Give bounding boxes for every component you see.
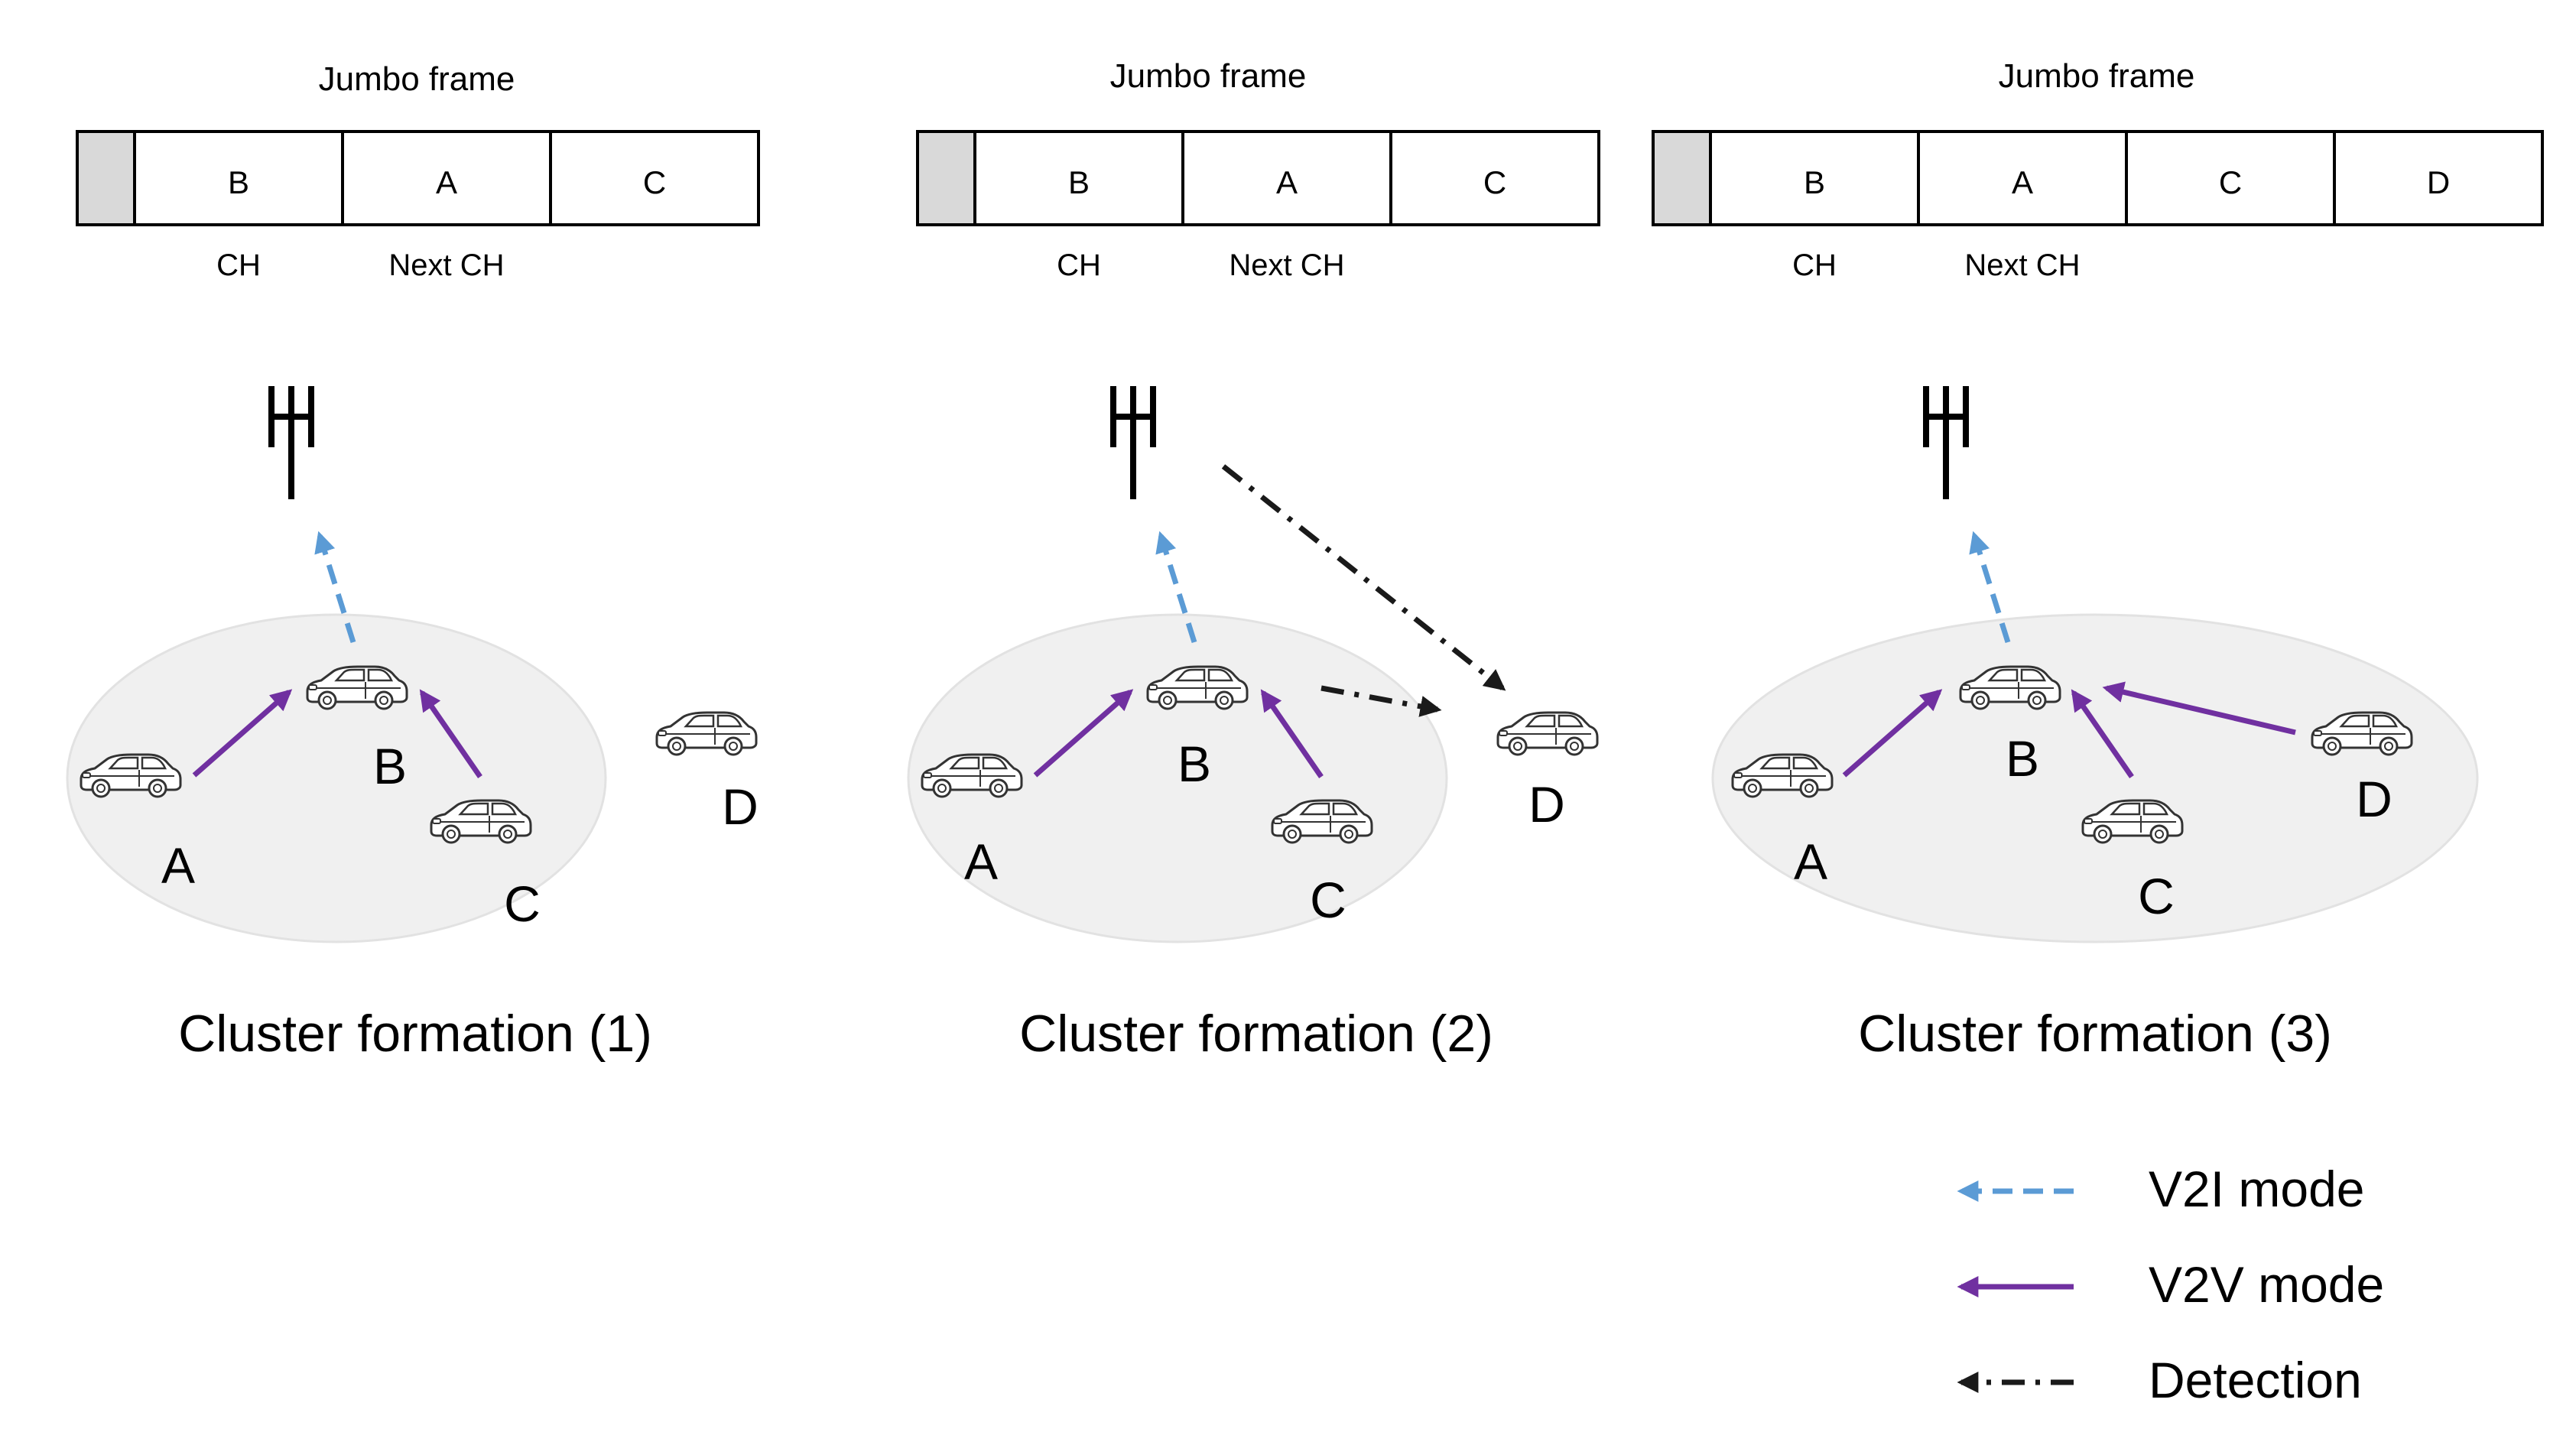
vehicle-label: B (373, 738, 407, 794)
vehicle-label: A (964, 833, 998, 890)
v2v-link (1033, 689, 1134, 778)
slot-label-next-ch: Next CH (1964, 248, 2080, 282)
jumbo-frame (76, 130, 760, 226)
panel-caption: Cluster formation (2) (1019, 1005, 1493, 1063)
panel-3: Jumbo frame B A C D CH Next CH A B C D C… (1652, 57, 2544, 1063)
jumbo-frame (1652, 130, 2544, 226)
vehicle-label: C (1310, 872, 1346, 928)
detection-link (1221, 464, 1506, 691)
slot-label-next-ch: Next CH (1229, 248, 1344, 282)
v2i-link (1155, 531, 1197, 644)
panel-caption: Cluster formation (1) (178, 1005, 652, 1063)
slot-label-ch: CH (1792, 248, 1837, 282)
vehicle-label: C (504, 875, 541, 932)
frame-slot: C (2219, 164, 2242, 200)
frame-slot: B (228, 164, 249, 200)
detection-link (1320, 685, 1442, 717)
frame-slot: A (2012, 164, 2033, 200)
panel-1: Jumbo frame B A C CH Next CH A B C D Clu… (66, 60, 760, 1063)
vehicle-label: A (1794, 833, 1827, 890)
frame-slot: A (1276, 164, 1298, 200)
frame-slot: C (643, 164, 666, 200)
v2i-link (1969, 531, 2011, 644)
cluster-area (1711, 613, 2479, 943)
jumbo-frame (916, 130, 1600, 226)
frame-slot: D (2427, 164, 2450, 200)
v2v-link (1260, 689, 1324, 778)
legend-detection-label: Detection (2149, 1352, 2362, 1408)
cluster-area (66, 613, 607, 943)
v2i-link (314, 531, 356, 644)
frame-title: Jumbo frame (319, 60, 515, 98)
vehicle-label: B (1178, 735, 1211, 792)
vehicle-label: D (1528, 776, 1565, 833)
vehicle-label: D (722, 778, 759, 835)
frame-slot: C (1483, 164, 1506, 200)
legend: V2I mode V2V mode Detection (1957, 1161, 2384, 1408)
frame-slot: B (1804, 164, 1825, 200)
car-icon (1496, 711, 1599, 756)
v2v-link (2102, 681, 2296, 735)
base-station-icon (271, 386, 311, 499)
v2v-link (1842, 689, 1943, 778)
slot-label-ch: CH (1057, 248, 1101, 282)
slot-label-ch: CH (216, 248, 261, 282)
vehicle-label: B (2006, 730, 2039, 787)
panel-caption: Cluster formation (3) (1858, 1005, 2332, 1063)
car-icon (655, 711, 758, 756)
frame-slot: A (436, 164, 457, 200)
legend-v2i-label: V2I mode (2149, 1161, 2365, 1217)
panel-2: Jumbo frame B A C CH Next CH A B C D Clu… (907, 57, 1600, 1063)
vehicle-label: D (2356, 771, 2392, 827)
vehicle-label: A (161, 837, 195, 894)
frame-title: Jumbo frame (1110, 57, 1307, 95)
cluster-area (907, 613, 1448, 943)
frame-title: Jumbo frame (1999, 57, 2195, 95)
vehicle-label: C (2138, 868, 2175, 924)
legend-v2v-label: V2V mode (2149, 1256, 2384, 1313)
v2v-link (419, 689, 482, 778)
base-station-icon (1113, 386, 1153, 499)
v2v-link (2071, 689, 2134, 778)
slot-label-next-ch: Next CH (388, 248, 504, 282)
base-station-icon (1926, 386, 1966, 499)
frame-slot: B (1068, 164, 1090, 200)
v2v-link (192, 689, 293, 778)
